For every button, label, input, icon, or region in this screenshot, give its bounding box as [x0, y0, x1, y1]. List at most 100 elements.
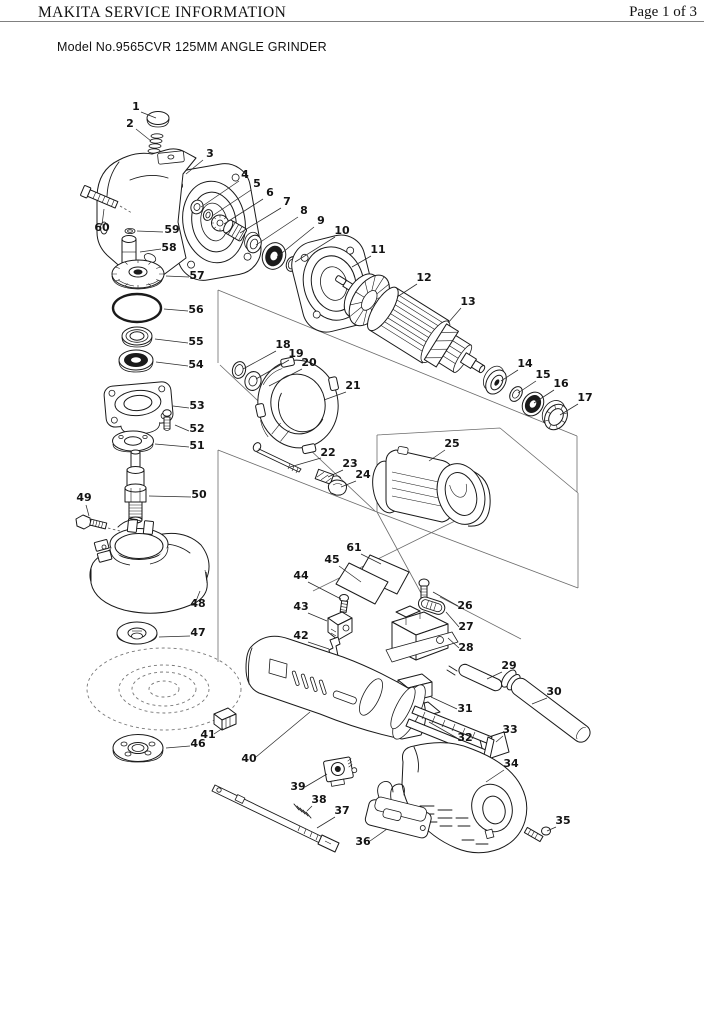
callout-leader [85, 504, 90, 517]
callout-leader [306, 805, 313, 812]
callout-61: 61 [346, 541, 382, 565]
callout-8: 8 [255, 204, 308, 246]
part-lock-nut-46 [112, 734, 164, 763]
callout-leader [155, 361, 189, 367]
part-number-label: 8 [300, 204, 308, 217]
part-washer-5 [202, 209, 214, 221]
part-brush-cap-24 [327, 479, 347, 496]
callout-leader [172, 405, 190, 409]
part-screw-35 [523, 826, 551, 843]
callout-leader [174, 424, 190, 432]
part-switch-36 [364, 781, 432, 839]
callout-45: 45 [324, 553, 362, 583]
part-terminal-block-43 [327, 611, 353, 641]
callout-leader [223, 198, 264, 225]
part-screw-26 [418, 578, 430, 599]
callout-leader [163, 308, 189, 312]
callout-56: 56 [163, 303, 204, 316]
part-number-label: 48 [190, 597, 205, 610]
part-number-label: 24 [355, 468, 371, 481]
callout-14: 14 [500, 357, 533, 382]
callout-leader [338, 565, 362, 583]
part-screw-52 [162, 409, 172, 431]
part-carbon-brush-23 [314, 468, 342, 485]
bolt-60-guide [119, 205, 133, 214]
callout-leader [140, 111, 157, 119]
callout-leader [139, 248, 162, 253]
callout-29: 29 [486, 659, 517, 680]
part-clamp-bolt-49 [75, 514, 121, 532]
callout-leader [255, 711, 311, 758]
callout-21: 21 [323, 379, 361, 401]
callout-leader [340, 480, 357, 488]
part-spring [147, 133, 164, 154]
part-number-label: 2 [126, 117, 134, 130]
part-number-label: 59 [164, 223, 179, 236]
part-rear-cover-34 [401, 742, 528, 854]
part-cover-cap-41 [213, 707, 237, 731]
callout-leader [360, 553, 382, 565]
part-bearing-box-53 [103, 381, 174, 435]
part-number-label: 27 [458, 620, 473, 633]
callout-leader [255, 359, 290, 380]
callout-leader [495, 735, 504, 743]
callout-47: 47 [158, 626, 206, 639]
callout-35: 35 [546, 814, 571, 832]
callout-32: 32 [428, 721, 473, 744]
callout-19: 19 [255, 347, 304, 380]
callout-57: 57 [165, 269, 205, 282]
part-number-label: 36 [355, 835, 371, 848]
callout-leader [307, 581, 342, 600]
callout-leader [445, 611, 460, 628]
part-number-label: 26 [457, 599, 473, 612]
callout-42: 42 [293, 629, 330, 650]
part-number-label: 4 [241, 168, 249, 181]
callout-leader [517, 380, 537, 394]
part-number-label: 43 [293, 600, 308, 613]
callout-40: 40 [241, 711, 311, 765]
callout-28: 28 [447, 637, 474, 654]
callout-leader [559, 403, 579, 416]
callout-13: 13 [447, 295, 476, 324]
part-number-label: 17 [577, 391, 592, 404]
callout-leader [195, 590, 201, 602]
callout-leader [154, 443, 190, 448]
callout-59: 59 [136, 223, 180, 236]
part-slide-bar-37 [211, 784, 340, 853]
part-washer-19 [244, 371, 262, 391]
callout-17: 17 [559, 391, 593, 416]
callout-54: 54 [155, 358, 204, 371]
part-ring-8 [244, 231, 262, 254]
callout-leader [546, 826, 557, 832]
callout-10: 10 [294, 224, 350, 263]
callout-leader [135, 128, 152, 142]
part-number-label: 9 [317, 214, 325, 227]
callout-16: 16 [533, 377, 569, 404]
group-frame-lines [217, 289, 579, 662]
callout-26: 26 [432, 591, 473, 612]
callout-leader [276, 226, 315, 258]
callout-24: 24 [340, 468, 371, 488]
callout-44: 44 [293, 569, 342, 600]
part-motor-housing-40 [245, 635, 495, 759]
part-number-label: 50 [191, 488, 207, 501]
part-number-label: 61 [346, 541, 361, 554]
part-number-label: 20 [301, 356, 317, 369]
callout-leader [148, 495, 192, 498]
part-number-label: 34 [503, 757, 519, 770]
part-number-label: 45 [324, 553, 339, 566]
part-flange-washer-51 [112, 430, 154, 453]
part-washer-18 [231, 361, 247, 379]
callout-46: 46 [165, 737, 206, 750]
part-switch-block-28 [385, 605, 459, 663]
callout-34: 34 [485, 757, 519, 783]
part-number-label: 44 [293, 569, 309, 582]
part-spline-sleeve-7 [223, 219, 248, 242]
callout-6: 6 [223, 186, 274, 225]
callout-leader [327, 469, 344, 478]
part-screw-44 [339, 594, 349, 613]
callout-leader [239, 207, 282, 234]
part-field-coil-25 [372, 446, 491, 527]
callout-11: 11 [351, 243, 386, 268]
